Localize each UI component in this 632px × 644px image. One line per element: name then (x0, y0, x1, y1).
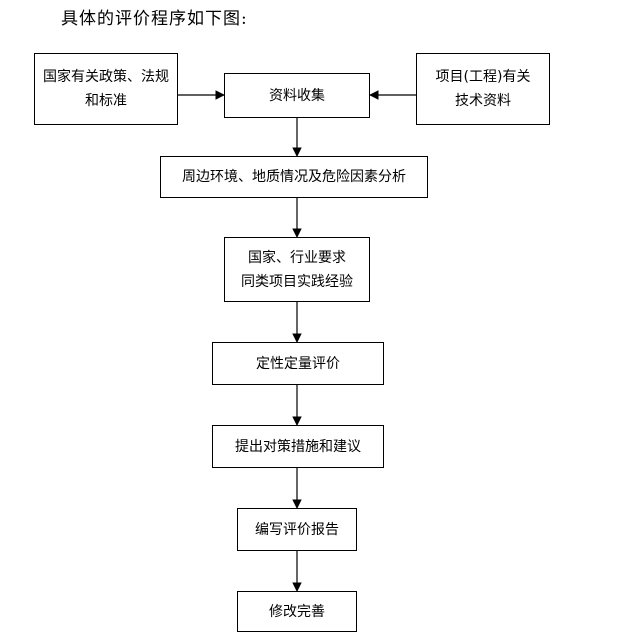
node-project-line-2: 技术资料 (455, 93, 511, 109)
node-collect-line-1: 资料收集 (269, 87, 325, 104)
node-evaluation-line-1: 定性定量评价 (256, 355, 340, 372)
node-collect: 资料收集 (224, 73, 370, 118)
page-heading: 具体的评价程序如下图: (61, 9, 248, 29)
node-revise: 修改完善 (237, 591, 357, 632)
node-project-line-1: 项目(工程)有关 (435, 69, 531, 85)
node-revise-line-1: 修改完善 (269, 603, 325, 620)
node-analysis: 周边环境、地质情况及危险因素分析 (160, 156, 428, 198)
node-report: 编写评价报告 (237, 508, 357, 551)
node-analysis-line-1: 周边环境、地质情况及危险因素分析 (182, 169, 406, 185)
node-experience: 国家、行业要求 同类项目实践经验 (224, 237, 370, 302)
node-policy-line-1: 国家有关政策、法规 (43, 69, 169, 85)
node-policy: 国家有关政策、法规 和标准 (34, 53, 178, 125)
node-measures-line-1: 提出对策措施和建议 (235, 438, 361, 455)
node-report-line-1: 编写评价报告 (255, 521, 339, 538)
node-experience-line-1: 国家、行业要求 (248, 249, 346, 266)
node-policy-line-2: 和标准 (85, 93, 127, 109)
node-project: 项目(工程)有关 技术资料 (416, 53, 550, 125)
node-experience-line-2: 同类项目实践经验 (241, 273, 353, 290)
node-evaluation: 定性定量评价 (212, 342, 384, 385)
node-measures: 提出对策措施和建议 (212, 425, 384, 468)
